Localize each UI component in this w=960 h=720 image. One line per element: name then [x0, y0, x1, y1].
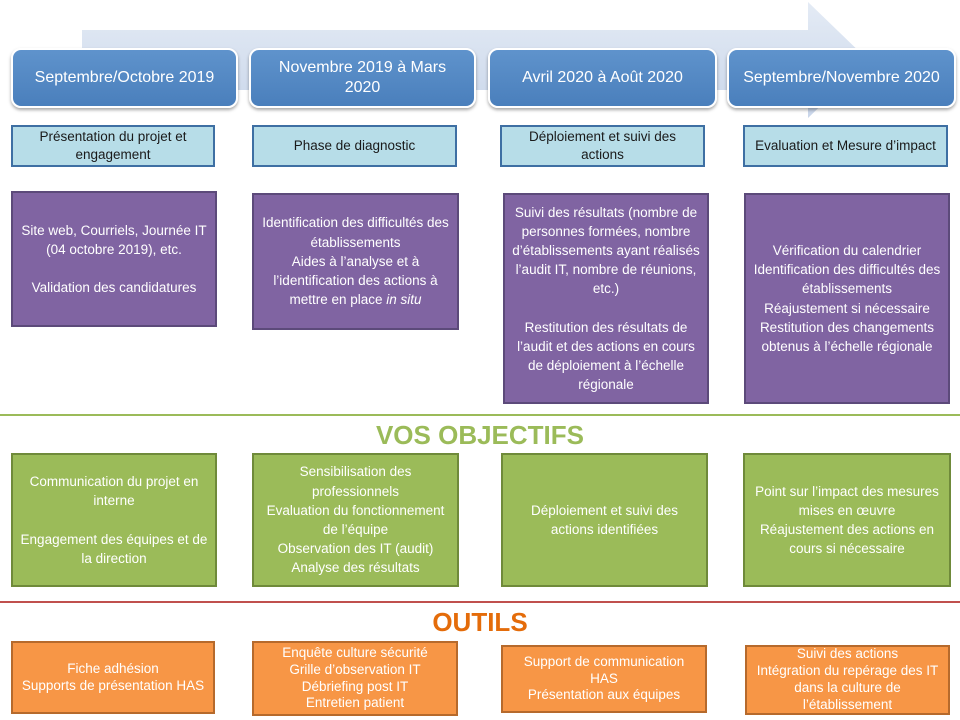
activity-4-line-4: Restitution des changements obtenus à l’… [759, 319, 935, 354]
objectif-2-line-4: Analyse des résultats [291, 560, 420, 576]
outil-2-box: Enquête culture sécurité Grille d’observ… [252, 641, 458, 716]
objectif-2-box: Sensibilisation des professionnels Evalu… [252, 453, 459, 587]
activity-4-line-1: Vérification du calendrier [772, 242, 922, 258]
objectif-1-box: Communication du projet en interne Engag… [11, 453, 217, 587]
outils-separator [0, 601, 960, 603]
outil-3-line-2: Présentation aux équipes [527, 687, 681, 703]
activity-1-line-2: Validation des candidatures [31, 280, 197, 296]
outil-1-line-1: Fiche adhésion [67, 660, 159, 676]
objectifs-title: VOS OBJECTIFS [375, 420, 585, 450]
objectif-3-box: Déploiement et suivi des actions identif… [501, 453, 708, 587]
phase-4-box: Septembre/Novembre 2020 [727, 48, 956, 108]
objectif-4-line-2: Réajustement des actions en cours si néc… [759, 522, 935, 557]
phase-2-box: Novembre 2019 à Mars 2020 [249, 48, 476, 108]
activity-3-line-1: Suivi des résultats (nombre de personnes… [512, 204, 700, 297]
in-situ-emphasis: in situ [386, 292, 422, 308]
activity-2-line-2: Aides à l’analyse et à l’identification … [273, 253, 438, 308]
outil-1-box: Fiche adhésion Supports de présentation … [11, 641, 215, 714]
activity-2-line-1: Identification des difficultés des établ… [262, 215, 449, 250]
objectif-1-line-2: Engagement des équipes et de la directio… [20, 531, 208, 566]
step-3-label: Déploiement et suivi des actions [528, 129, 677, 162]
activity-4-line-3: Réajustement si nécessaire [764, 300, 930, 316]
phase-1-label: Septembre/Octobre 2019 [34, 69, 215, 86]
step-1-box: Présentation du projet et engagement [11, 125, 215, 167]
objectifs-separator [0, 414, 960, 416]
step-1-label: Présentation du projet et engagement [39, 129, 187, 162]
outil-2-line-1: Enquête culture sécurité [282, 644, 428, 660]
outil-4-line-1: Suivi des actions [796, 646, 899, 662]
outil-1-line-2: Supports de présentation HAS [21, 677, 205, 693]
phase-3-box: Avril 2020 à Août 2020 [488, 48, 717, 108]
outil-3-line-1: Support de communication HAS [523, 653, 685, 686]
activity-3-line-2: Restitution des résultats de l’audit et … [517, 319, 695, 393]
phase-2-label: Novembre 2019 à Mars 2020 [278, 59, 447, 96]
objectif-4-box: Point sur l’impact des mesures mises en … [743, 453, 951, 587]
activity-4-box: Vérification du calendrier Identificatio… [744, 193, 950, 404]
outil-3-box: Support de communication HAS Présentatio… [501, 645, 707, 713]
outil-2-line-3: Débriefing post IT [301, 678, 409, 694]
activity-3-box: Suivi des résultats (nombre de personnes… [503, 193, 709, 404]
objectif-4-line-1: Point sur l’impact des mesures mises en … [755, 483, 939, 518]
outil-2-line-4: Entretien patient [305, 695, 405, 711]
step-2-label: Phase de diagnostic [293, 138, 416, 153]
outil-4-line-2: Intégration du repérage des IT dans la c… [756, 663, 939, 712]
outil-2-line-2: Grille d’observation IT [289, 661, 421, 677]
phase-1-box: Septembre/Octobre 2019 [11, 48, 238, 108]
phase-3-label: Avril 2020 à Août 2020 [522, 69, 683, 86]
objectif-2-line-3: Observation des IT (audit) [277, 541, 434, 557]
step-4-label: Evaluation et Mesure d’impact [755, 138, 936, 153]
step-4-box: Evaluation et Mesure d’impact [743, 125, 948, 167]
outil-4-box: Suivi des actions Intégration du repérag… [745, 645, 950, 715]
phase-4-label: Septembre/Novembre 2020 [743, 69, 940, 86]
activity-1-box: Site web, Courriels, Journée IT (04 octo… [11, 191, 217, 327]
objectif-2-line-2: Evaluation du fonctionnement de l’équipe [266, 502, 445, 537]
outils-title: OUTILS [432, 607, 528, 637]
activity-2-box: Identification des difficultés des établ… [252, 193, 459, 330]
activity-4-line-2: Identification des difficultés des établ… [753, 262, 941, 297]
objectif-3-line-1: Déploiement et suivi des actions identif… [530, 502, 679, 537]
objectif-2-line-1: Sensibilisation des professionnels [299, 464, 412, 499]
activity-1-line-1: Site web, Courriels, Journée IT (04 octo… [21, 222, 207, 257]
objectif-1-line-1: Communication du projet en interne [29, 474, 199, 509]
step-3-box: Déploiement et suivi des actions [500, 125, 705, 167]
step-2-box: Phase de diagnostic [252, 125, 457, 167]
